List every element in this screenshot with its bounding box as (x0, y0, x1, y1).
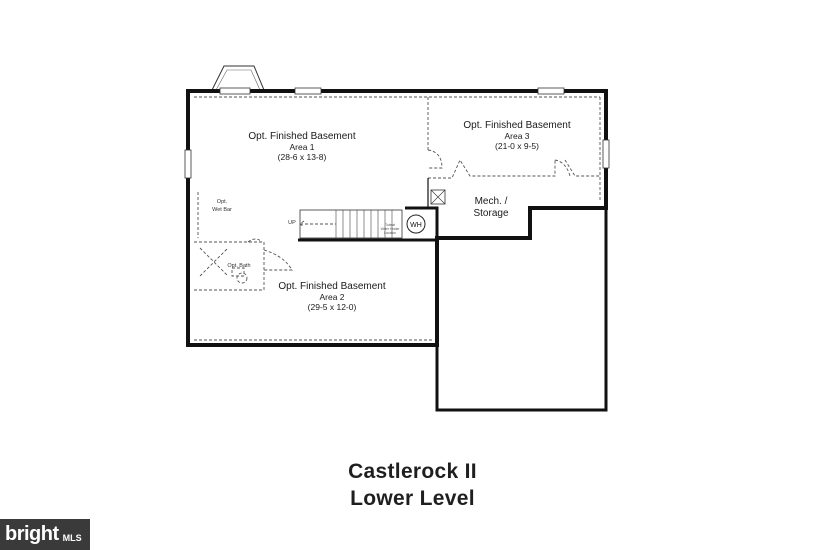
water-heater-icon (406, 214, 426, 234)
exterior-wall (186, 89, 608, 347)
water-heater-note: Water Heater (381, 227, 401, 231)
window (602, 139, 610, 169)
unfinished-block-wall (435, 208, 608, 412)
bath-door (247, 238, 263, 243)
toilet (236, 272, 248, 284)
floor-plan: UP WH Tubeat Water Heater Location Opt. … (184, 65, 610, 412)
stair-up-label: UP (288, 220, 296, 226)
window-bump (211, 65, 265, 91)
window (184, 149, 192, 179)
area2-title: Opt. Finished Basement (278, 281, 385, 292)
watermark-brand: bright (5, 523, 59, 545)
mechanical-unit (430, 189, 446, 205)
window (294, 87, 322, 95)
area1-subtitle: Area 1 (289, 142, 314, 152)
bath-fixture (199, 247, 229, 277)
bath-door (263, 249, 293, 271)
bath-outline (194, 241, 265, 291)
brightmls-watermark: bright MLS (0, 519, 90, 550)
area3-dims: (21-0 x 9-5) (495, 141, 539, 151)
sink (231, 267, 245, 277)
door-swing (427, 149, 443, 169)
interior-wall (405, 206, 439, 240)
area1-title: Opt. Finished Basement (248, 131, 355, 142)
area1-dims: (28-6 x 13-8) (278, 152, 327, 162)
water-heater-note: Location (384, 231, 396, 235)
area2-dims: (29-5 x 12-0) (308, 302, 357, 312)
water-heater-note: Tubeat (385, 223, 395, 227)
window-bump-inner (215, 69, 261, 91)
area3-subtitle: Area 3 (504, 131, 529, 141)
area3-partition (428, 159, 600, 179)
plan-subtitle: Lower Level (350, 487, 475, 510)
mech-label-2: Storage (473, 208, 508, 219)
bath-label: Opt. Bath (227, 263, 250, 269)
plan-title: Castlerock II (348, 460, 477, 483)
door-swing (554, 159, 571, 177)
water-heater-label: WH (410, 222, 422, 229)
window (537, 87, 565, 95)
window (219, 87, 251, 95)
area3-title: Opt. Finished Basement (463, 120, 570, 131)
mechanical-unit-x (430, 189, 446, 205)
wet-bar-label-2: Wet Bar (212, 207, 232, 213)
wet-bar-label-1: Opt. (217, 199, 228, 205)
stair-arrow (299, 220, 336, 228)
mech-label-1: Mech. / (475, 196, 508, 207)
area2-subtitle: Area 2 (319, 292, 344, 302)
watermark-suffix: MLS (62, 532, 82, 543)
stair-treads (335, 210, 393, 238)
